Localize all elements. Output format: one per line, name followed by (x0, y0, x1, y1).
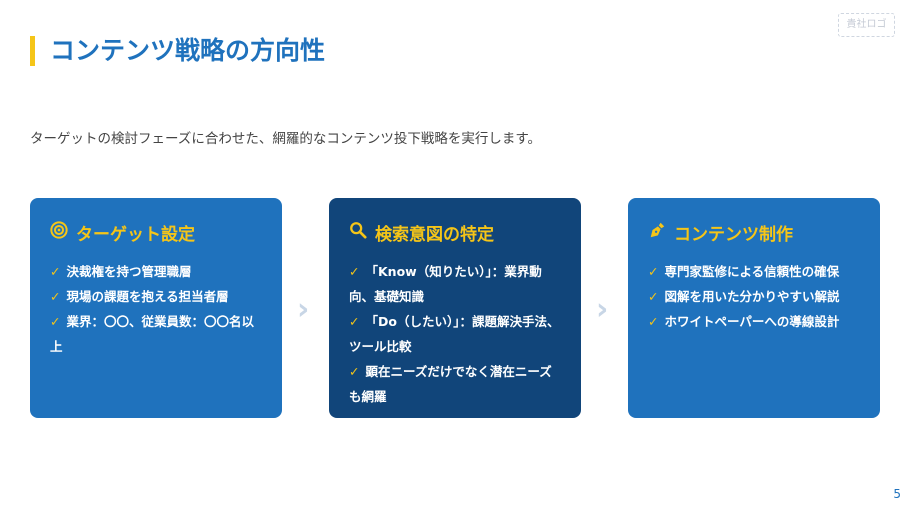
list-item: ✓決裁権を持つ管理職層 (50, 264, 192, 279)
company-logo-placeholder: 貴社ロゴ (838, 13, 895, 37)
list-item: ✓図解を用いた分かりやすい解説 (648, 289, 840, 304)
search-icon (349, 221, 367, 244)
pen-icon (648, 221, 666, 244)
chevron-right-icon: › (297, 292, 310, 327)
list-item: ✓ホワイトペーパーへの導線設計 (648, 314, 840, 329)
list-item: ✓現場の課題を抱える担当者層 (50, 289, 229, 304)
list-item: ✓顕在ニーズだけでなく潜在ニーズも網羅 (349, 364, 552, 404)
check-icon: ✓ (50, 289, 61, 304)
card-search-intent: 検索意図の特定 ✓「Know（知りたい）」：業界動向、基礎知識 ✓「Do（したい… (329, 198, 581, 418)
target-icon (50, 221, 68, 244)
card-title: コンテンツ制作 (674, 225, 793, 245)
check-icon: ✓ (648, 264, 659, 279)
check-icon: ✓ (349, 314, 360, 329)
lead-text: ターゲットの検討フェーズに合わせた、網羅的なコンテンツ投下戦略を実行します。 (30, 131, 541, 147)
check-icon: ✓ (648, 289, 659, 304)
card-content-production: コンテンツ制作 ✓専門家監修による信頼性の確保 ✓図解を用いた分かりやすい解説 … (628, 198, 880, 418)
chevron-right-icon: › (596, 292, 609, 327)
card-title: ターゲット設定 (76, 225, 195, 245)
page-title: コンテンツ戦略の方向性 (50, 36, 326, 65)
card-title: 検索意図の特定 (375, 225, 494, 245)
list-item: ✓専門家監修による信頼性の確保 (648, 264, 840, 279)
list-item: ✓業界：〇〇、従業員数：〇〇名以上 (50, 314, 254, 354)
list-item: ✓「Do（したい）」：課題解決手法、ツール比較 (349, 314, 560, 354)
card-target: ターゲット設定 ✓決裁権を持つ管理職層 ✓現場の課題を抱える担当者層 ✓業界：〇… (30, 198, 282, 418)
page-number: 5 (893, 487, 901, 501)
check-icon: ✓ (50, 264, 61, 279)
check-icon: ✓ (648, 314, 659, 329)
check-icon: ✓ (349, 364, 360, 379)
list-item: ✓「Know（知りたい）」：業界動向、基礎知識 (349, 264, 542, 304)
check-icon: ✓ (349, 264, 360, 279)
check-icon: ✓ (50, 314, 61, 329)
title-accent-bar (30, 36, 35, 66)
